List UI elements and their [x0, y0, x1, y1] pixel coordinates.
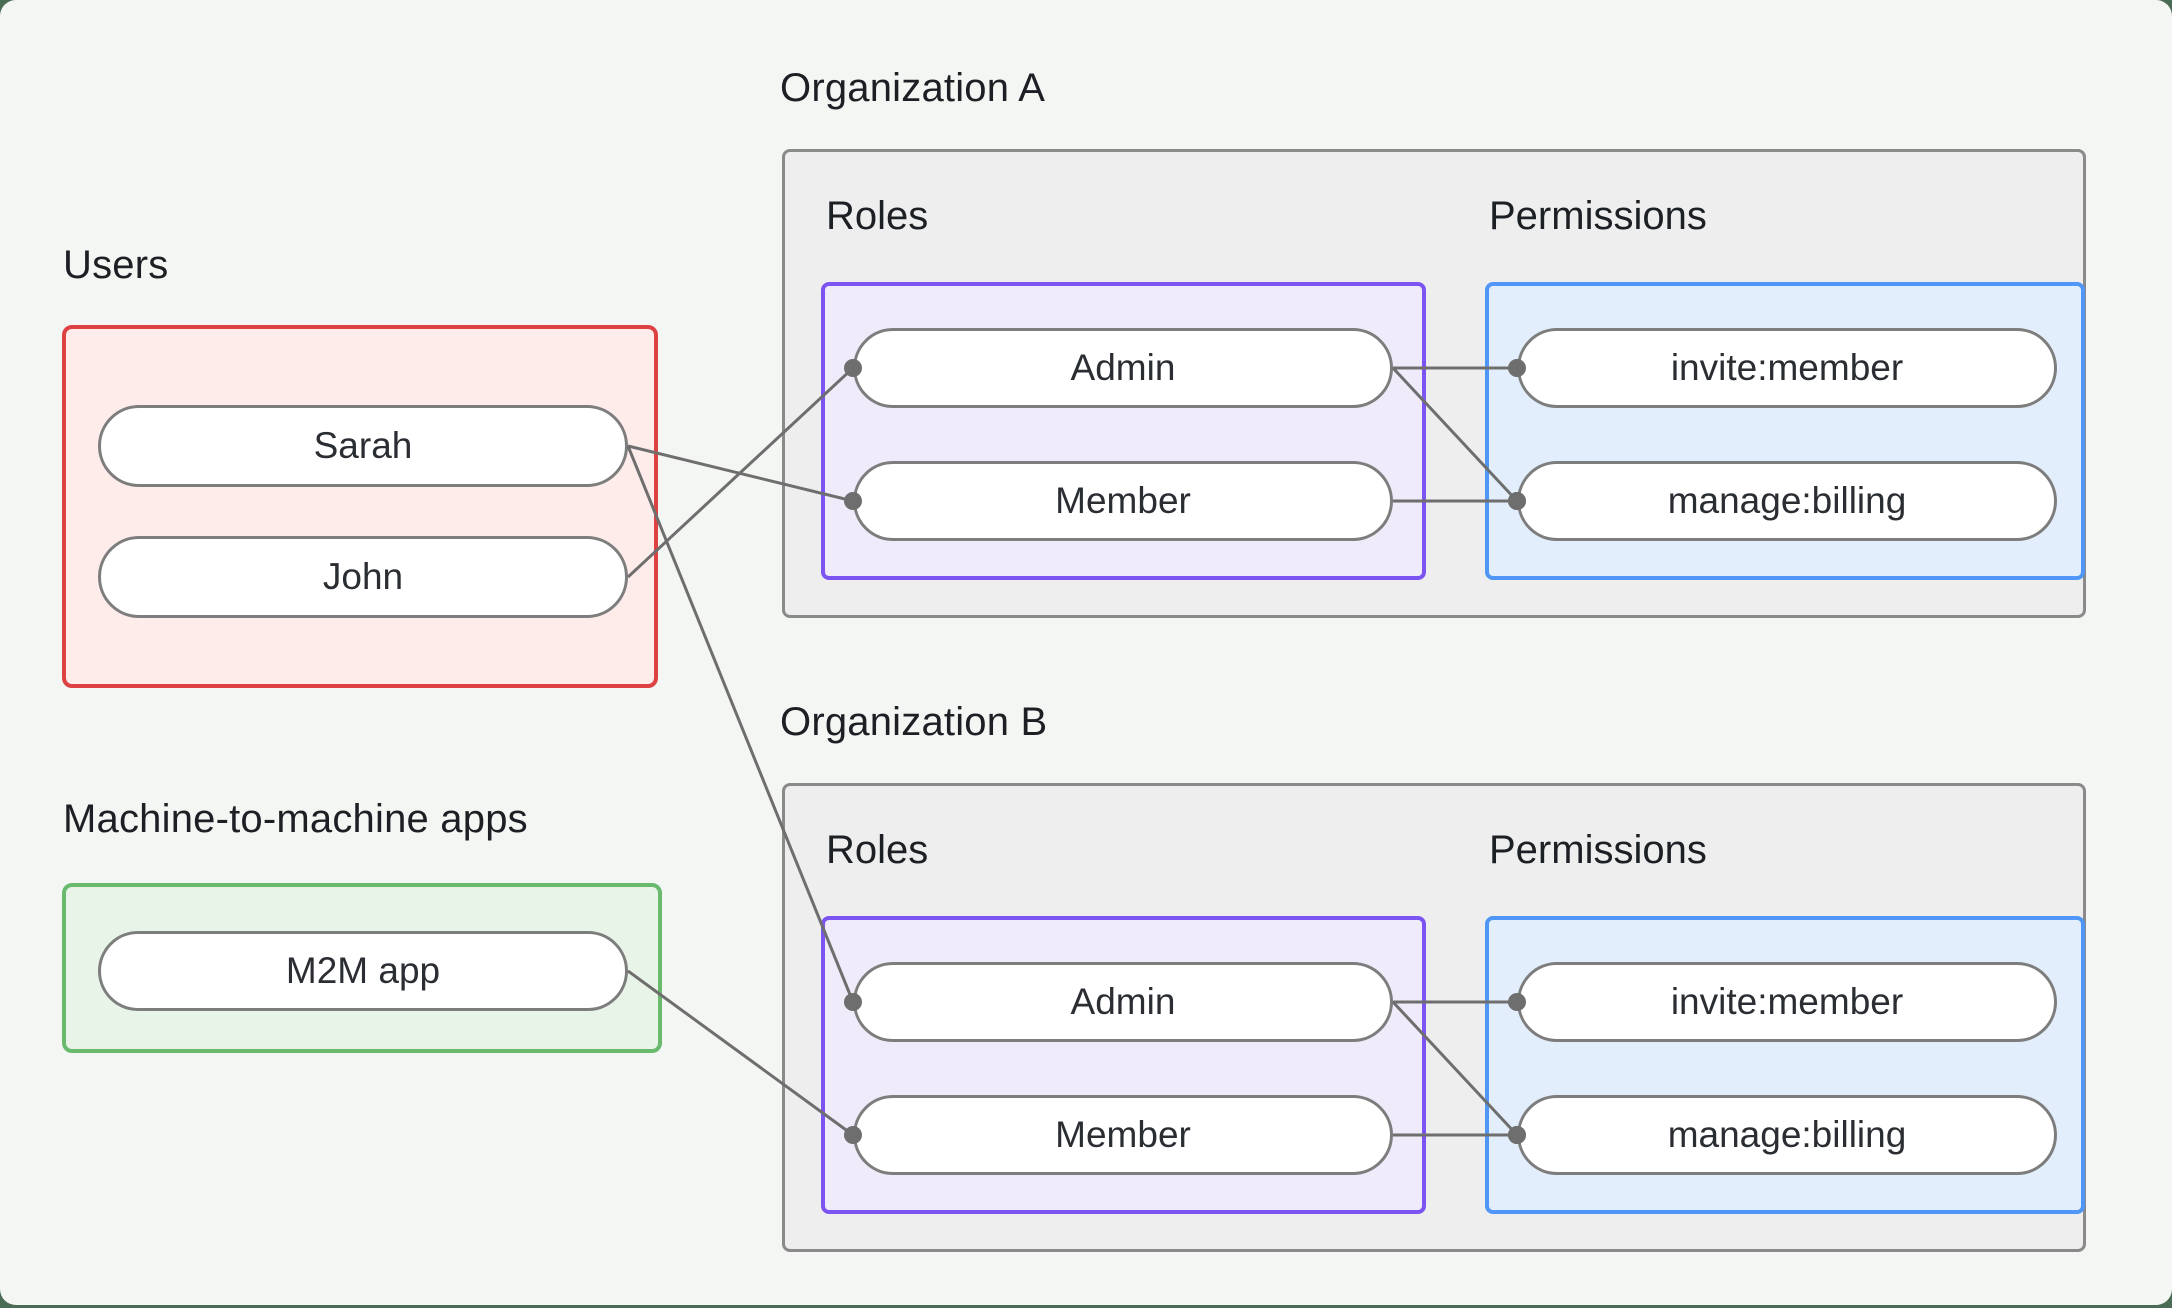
- org-a-title: Organization A: [780, 66, 1046, 110]
- org-b-box: Roles Admin Member Permissions invite:me…: [782, 783, 2086, 1252]
- org-a-permissions-label: Permissions: [1489, 194, 1707, 238]
- role-pill-member-b: Member: [853, 1095, 1393, 1175]
- org-b-roles-label: Roles: [826, 828, 929, 872]
- user-pill-john: John: [98, 536, 628, 618]
- m2m-app-pill: M2M app: [98, 931, 628, 1011]
- m2m-section-label: Machine-to-machine apps: [63, 797, 528, 841]
- users-section-label: Users: [63, 243, 169, 287]
- permission-pill-manage-billing-a: manage:billing: [1517, 461, 2057, 541]
- org-a-box: Roles Admin Member Permissions invite:me…: [782, 149, 2086, 618]
- users-group-box: [62, 325, 658, 688]
- org-b-title: Organization B: [780, 700, 1048, 744]
- permission-pill-invite-member-b: invite:member: [1517, 962, 2057, 1042]
- role-pill-admin-b: Admin: [853, 962, 1393, 1042]
- permission-pill-invite-member-a: invite:member: [1517, 328, 2057, 408]
- permission-pill-manage-billing-b: manage:billing: [1517, 1095, 2057, 1175]
- role-pill-member-a: Member: [853, 461, 1393, 541]
- user-pill-sarah: Sarah: [98, 405, 628, 487]
- org-a-roles-label: Roles: [826, 194, 929, 238]
- org-b-permissions-label: Permissions: [1489, 828, 1707, 872]
- role-pill-admin-a: Admin: [853, 328, 1393, 408]
